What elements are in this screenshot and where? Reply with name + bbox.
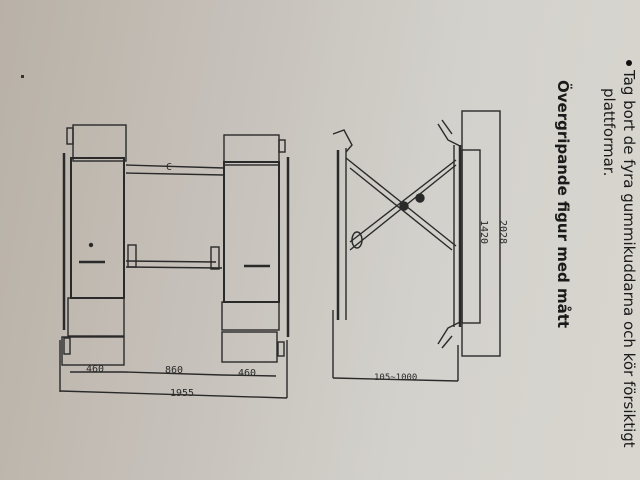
dim-platform-right: 460	[238, 368, 256, 379]
dim-gap: 860	[165, 365, 183, 376]
dim-height-range: 105~1000	[374, 373, 417, 383]
top-view-right-platform	[221, 134, 290, 363]
top-view-left-platform	[61, 124, 127, 366]
marker-c: C	[166, 162, 172, 173]
speck	[21, 75, 24, 78]
dim-total-length: 2028	[497, 220, 508, 244]
dim-total-width: 1955	[170, 388, 194, 399]
side-view-scissor-lift	[332, 110, 501, 382]
dim-platform-length: 1420	[478, 220, 489, 244]
dim-platform-left: 460	[86, 364, 104, 375]
bullet-icon	[626, 60, 632, 66]
